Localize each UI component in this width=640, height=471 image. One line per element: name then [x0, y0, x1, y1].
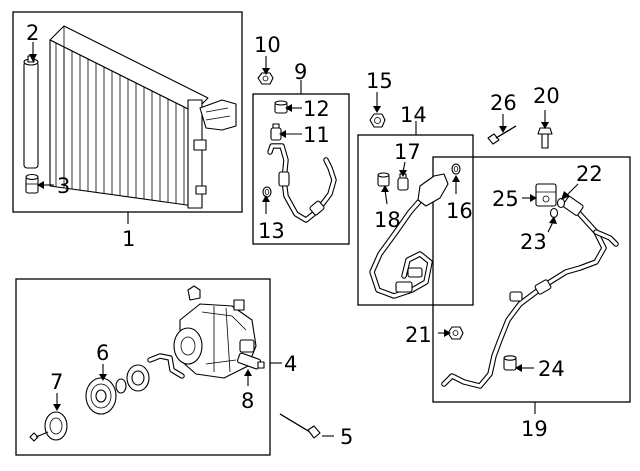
callout-19: 19	[521, 417, 548, 441]
wire-harness-icon	[147, 353, 185, 379]
callout-7: 7	[50, 370, 63, 394]
pulley-icon	[85, 377, 117, 415]
hose-icon	[441, 196, 619, 389]
plug-icon	[25, 173, 39, 194]
callout-4: 4	[284, 352, 297, 376]
receiver-drier-icon	[23, 55, 39, 169]
nut-21-icon	[447, 326, 464, 340]
o-ring-22-icon	[556, 197, 566, 209]
leader-lines	[29, 42, 579, 437]
callout-3: 3	[57, 174, 70, 198]
callout-15: 15	[366, 69, 393, 93]
callouts: 1 2 3 4 5 6 7 8 9 10 11 12 13 14 15 16 1…	[26, 21, 603, 449]
clutch-plate-icon	[44, 411, 68, 441]
callout-13: 13	[258, 219, 285, 243]
o-ring-16-icon	[451, 163, 461, 175]
callout-24: 24	[538, 357, 565, 381]
callout-8: 8	[241, 389, 254, 413]
cap-icon	[377, 172, 390, 187]
callout-16: 16	[446, 199, 473, 223]
callout-11: 11	[303, 123, 330, 147]
bolt-26-icon	[487, 125, 517, 145]
bolt-small-icon	[29, 431, 49, 442]
valve-core-icon	[270, 123, 282, 141]
snap-ring-icon	[115, 378, 127, 394]
compressor-icon	[173, 299, 257, 379]
callout-2: 2	[26, 21, 39, 45]
callout-25: 25	[492, 187, 519, 211]
o-ring-13-icon	[262, 186, 272, 198]
callout-17: 17	[394, 140, 421, 164]
callout-9: 9	[294, 60, 307, 84]
callout-23: 23	[520, 230, 547, 254]
condenser-icon	[49, 25, 237, 209]
callout-22: 22	[576, 162, 603, 186]
callout-12: 12	[303, 97, 330, 121]
compressor-group-box	[15, 278, 271, 456]
hose-icon	[369, 173, 449, 299]
clutch-coil-icon	[126, 364, 150, 392]
callout-20: 20	[533, 84, 560, 108]
cap-icon	[503, 355, 517, 371]
hose-icon	[267, 143, 337, 223]
nut-15-icon	[369, 113, 386, 128]
bolt-20-icon	[537, 127, 553, 149]
pressure-sensor-icon	[236, 352, 265, 370]
nut-10-icon	[257, 72, 274, 85]
callout-6: 6	[96, 341, 109, 365]
callout-1: 1	[122, 227, 135, 251]
cap-icon	[274, 100, 288, 114]
callout-21: 21	[405, 323, 432, 347]
callout-14: 14	[400, 103, 427, 127]
bracket-icon	[187, 285, 201, 301]
hose-19-group-box	[432, 156, 631, 403]
callout-26: 26	[490, 91, 517, 115]
callout-10: 10	[254, 33, 281, 57]
bolt-5-icon	[279, 413, 321, 439]
callout-18: 18	[374, 208, 401, 232]
callout-5: 5	[340, 425, 353, 449]
expansion-valve-icon	[535, 183, 557, 207]
